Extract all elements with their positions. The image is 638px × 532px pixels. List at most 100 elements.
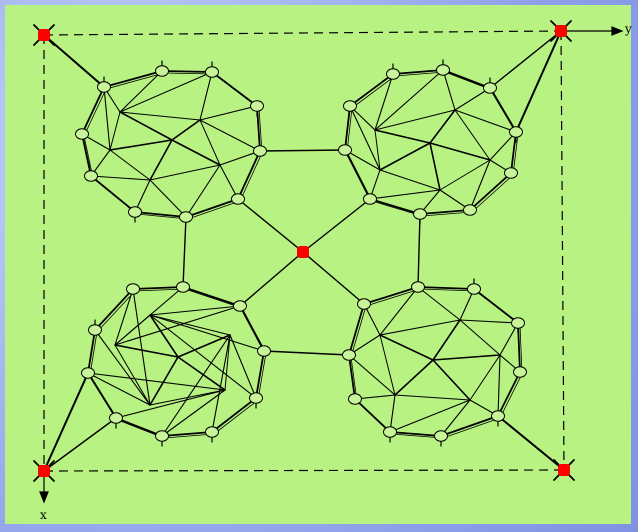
center-bond-br [302, 251, 365, 305]
cluster-top-right-rim-shadow [351, 75, 396, 109]
cluster-top-right-spoke [374, 129, 431, 144]
cluster-top-left-inner-bond [149, 164, 221, 181]
cluster-bottom-right-face-bond [497, 354, 501, 417]
center-bond-tr [302, 198, 371, 253]
cluster-top-left-spoke [119, 111, 173, 141]
cluster-top-left-rim-shadow [83, 88, 107, 137]
cluster-bottom-right-face-bond [440, 399, 471, 437]
center-bond-tl [237, 198, 304, 253]
cluster-bottom-right-face-bond [417, 286, 461, 321]
center-bond-bl [239, 251, 304, 307]
cluster-bottom-right-inner-bond [379, 334, 396, 396]
cluster-top-left-rim-bond [103, 70, 163, 88]
cluster-top-right-atom [509, 126, 523, 138]
cluster-top-left-face-bond [199, 105, 258, 121]
cluster-bottom-right-rim-shadow [519, 324, 523, 375]
cluster-bottom-left-atom [155, 430, 169, 442]
cluster-top-left-inner-bond [109, 149, 151, 181]
cluster-bottom-left-rim-shadow [213, 399, 259, 435]
bridge-right [417, 213, 421, 288]
cluster-bottom-left-face-bond [94, 329, 151, 406]
cluster-top-left-atom [155, 65, 169, 77]
cluster-top-left-atom [231, 193, 245, 205]
cluster-top-left-face-bond [199, 119, 261, 152]
cluster-bottom-left-face-bond [229, 334, 257, 399]
cluster-top-right-rim-bond [489, 87, 517, 133]
cluster-top-left-atom [75, 128, 89, 140]
cluster-top-right-face-bond [374, 73, 394, 131]
cluster-top-right-spoke [429, 142, 441, 191]
cell-right-edge [560, 30, 565, 471]
cluster-bottom-right-atom [513, 366, 527, 378]
cluster-top-right-atom [338, 144, 352, 156]
cluster-bottom-left-rim-bond [115, 417, 163, 437]
cluster-bottom-left-spoke [177, 356, 226, 391]
cluster-bottom-right-rim-shadow [419, 288, 477, 292]
cluster-top-right-rim-bond [442, 69, 491, 89]
y-axis-arrowhead [611, 26, 624, 36]
cluster-bottom-left-rim-shadow [241, 307, 267, 354]
cluster-bottom-left-face-bond [87, 372, 151, 406]
cluster-top-right-rim-shadow [394, 71, 446, 77]
cluster-bottom-right-face-bond [389, 399, 471, 433]
cluster-bottom-left-face-bond [161, 389, 226, 437]
cluster-top-left-face-bond [90, 175, 151, 181]
cluster-bottom-right-rim-bond [389, 431, 442, 437]
corner-link-extra [489, 30, 562, 89]
cluster-bottom-left-inner-bond [114, 344, 151, 406]
cluster-bottom-left-inner-bond [149, 314, 231, 336]
corner-link-extra [497, 415, 565, 471]
cluster-top-left-rim-bond [237, 150, 261, 200]
cluster-top-right-atom [413, 208, 427, 220]
bridge-bottom [263, 350, 350, 356]
cluster-bottom-left-rim-bond [239, 305, 265, 352]
cluster-top-right-rim-shadow [471, 174, 514, 213]
cluster-top-right-inner-bond [374, 129, 381, 171]
cluster-top-right-face-bond [374, 69, 444, 131]
cluster-bottom-right-rim-bond [497, 371, 521, 417]
cluster-top-left-spoke [171, 139, 221, 166]
axes [39, 26, 624, 504]
cluster-bottom-left-rim-shadow [89, 331, 98, 376]
cluster-bottom-left-atom [249, 392, 263, 404]
cluster-top-right-atom [483, 82, 497, 94]
corner-metal-atom [38, 29, 50, 41]
corner-link-extra [43, 417, 117, 472]
cluster-bottom-left-rim-bond [87, 329, 96, 374]
cluster-bottom-right-atom [357, 298, 371, 310]
cluster-bottom-left-atom [176, 281, 190, 293]
cluster-bottom-left-rim-shadow [96, 290, 136, 333]
cluster-top-right-inner-bond [379, 169, 441, 191]
cluster-top-left-rim-bond [185, 198, 239, 218]
cluster-top-left-rim-bond [161, 70, 213, 73]
cluster-top-right-face-bond [349, 105, 381, 171]
cluster-bottom-right-inner-bond [394, 394, 471, 401]
cell-top-edge [43, 30, 562, 36]
cluster-top-left-rim-shadow [239, 152, 263, 202]
cluster-bottom-right-inner-bond [459, 319, 501, 356]
cluster-top-left-spoke [109, 139, 173, 151]
cluster-bottom-left-face-bond [115, 389, 226, 419]
cluster-bottom-left-spoke [114, 344, 179, 358]
cluster-top-left-face-bond [219, 164, 239, 200]
cluster-top-right-inner-bond [439, 159, 491, 191]
cluster-bottom-right-rim-shadow [442, 417, 501, 439]
cluster-top-left-atom [84, 170, 98, 182]
cluster-bottom-right-spoke [432, 359, 471, 401]
cluster-bottom-right-rim-shadow [499, 373, 523, 419]
cluster-bottom-left-face-bond [149, 314, 265, 352]
cluster-top-left-rim-shadow [213, 73, 260, 109]
corner-metal-atom [38, 465, 50, 477]
cluster-bottom-right-atom [434, 430, 448, 442]
metal-atoms [38, 25, 570, 477]
cluster-top-right-rim-bond [510, 131, 517, 174]
cluster-bottom-left-atom [257, 345, 271, 357]
cluster-bottom-right-rim-bond [348, 303, 365, 356]
cluster-top-right-rim-bond [344, 105, 351, 151]
cluster-top-left-atom [253, 145, 267, 157]
cluster-bottom-left-rim-bond [87, 372, 117, 419]
cluster-top-right-face-bond [454, 87, 491, 111]
cluster-top-right-atom [343, 100, 357, 112]
cluster-top-right-rim-shadow [346, 151, 373, 202]
bridge-left [182, 216, 187, 288]
